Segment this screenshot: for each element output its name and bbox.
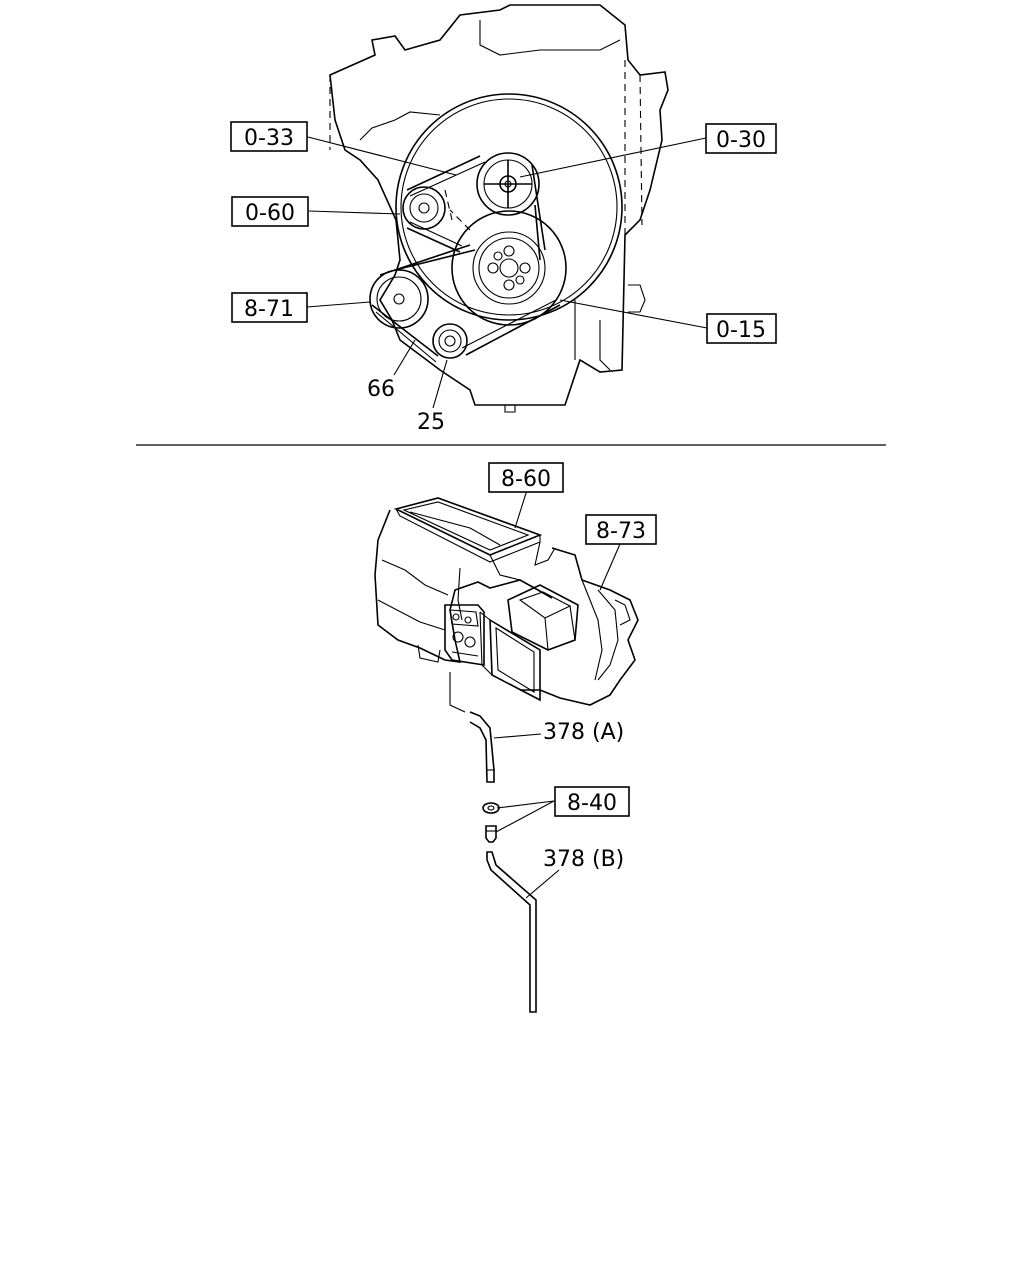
crank-pulley-outer	[395, 93, 623, 321]
callout-8-40: 8-40	[554, 786, 630, 817]
drain-hose-378a	[469, 711, 495, 783]
control-module	[444, 604, 485, 666]
callout-8-71: 8-71	[231, 292, 308, 323]
svg-text:8-60: 8-60	[501, 467, 551, 492]
svg-text:0-15: 0-15	[716, 318, 766, 343]
svg-text:8-73: 8-73	[596, 519, 646, 544]
drain-hose-378b	[486, 851, 537, 1013]
engine-front-view: 0-33 0-30 0-60 8-71 0-15 66 25	[230, 4, 777, 435]
callout-0-60: 0-60	[231, 196, 309, 227]
blower-housing	[520, 547, 639, 706]
leader-lines	[306, 136, 708, 409]
ac-compressor-belt	[371, 244, 561, 357]
fan-pulley	[476, 152, 540, 216]
svg-text:0-33: 0-33	[244, 126, 294, 151]
callout-0-33: 0-33	[230, 121, 308, 152]
part-label-378b: 378 (B)	[543, 847, 624, 872]
part-number-25: 25	[417, 410, 445, 435]
heater-case-body	[374, 509, 553, 663]
hose-clip-8-40	[482, 802, 500, 843]
svg-text:8-71: 8-71	[244, 297, 294, 322]
callout-8-73: 8-73	[585, 514, 657, 545]
compressor-pulley	[369, 269, 429, 329]
svg-text:8-40: 8-40	[567, 791, 617, 816]
heater-unit-view: 8-60 8-73 8-40 378 (A) 378 (B)	[374, 462, 657, 1013]
filter-frame	[489, 618, 541, 702]
svg-text:0-30: 0-30	[716, 128, 766, 153]
crankshaft-pulley	[451, 210, 567, 326]
leader-lines-lower	[493, 489, 621, 899]
air-inlet-duct	[507, 584, 579, 651]
part-number-66: 66	[367, 377, 395, 402]
tension-pulley	[432, 323, 468, 359]
callout-0-15: 0-15	[706, 313, 777, 344]
part-label-378a: 378 (A)	[543, 720, 624, 745]
callout-0-30: 0-30	[705, 123, 777, 154]
svg-text:0-60: 0-60	[245, 201, 295, 226]
fan-belt	[406, 155, 546, 261]
idler-pulley	[402, 186, 446, 230]
callout-8-60: 8-60	[488, 462, 564, 493]
